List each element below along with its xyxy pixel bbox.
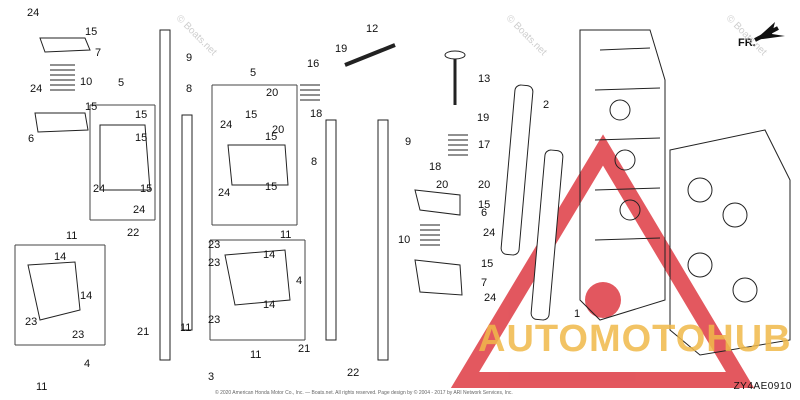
callout-number: 24 (30, 83, 42, 95)
callout-number: 1 (574, 308, 580, 320)
callout-number: 7 (481, 277, 487, 289)
callout-number: 6 (28, 133, 34, 145)
callout-number: 22 (127, 227, 139, 239)
callout-number: 24 (27, 7, 39, 19)
rocker-arm-parts (27, 37, 463, 321)
callout-number: 24 (483, 227, 495, 239)
camshaft-illustration (500, 84, 564, 321)
callout-number: 22 (347, 367, 359, 379)
watermark-brand: AUTOMOTOHUB (478, 318, 792, 360)
valve-springs (50, 64, 468, 246)
copyright-notice: © 2020 American Honda Motor Co., Inc. — … (215, 390, 513, 396)
callout-number: 15 (245, 109, 257, 121)
callout-number: 15 (85, 101, 97, 113)
callout-number: 8 (311, 156, 317, 168)
callout-number: 13 (478, 73, 490, 85)
callout-number: 15 (135, 132, 147, 144)
callout-number: 23 (208, 257, 220, 269)
callout-number: 24 (220, 119, 232, 131)
callout-number: 10 (80, 76, 92, 88)
callout-number: 15 (265, 181, 277, 193)
callout-number: 23 (25, 316, 37, 328)
callout-number: 6 (481, 207, 487, 219)
callout-number: 20 (478, 179, 490, 191)
callout-number: 9 (405, 136, 411, 148)
callout-number: 11 (66, 230, 77, 242)
callout-number: 11 (180, 322, 191, 334)
front-direction-arrow: FR. (738, 22, 785, 49)
rocker-shafts (159, 29, 389, 361)
callout-number: 8 (186, 83, 192, 95)
callout-number: 14 (80, 290, 92, 302)
callout-number: 23 (208, 314, 220, 326)
callout-number: 15 (481, 258, 493, 270)
callout-boxes (14, 84, 306, 346)
callout-number: 21 (137, 326, 149, 338)
callout-number: 11 (36, 381, 47, 393)
callout-number: 18 (429, 161, 441, 173)
callout-number: 12 (366, 23, 378, 35)
callout-number: 23 (72, 329, 84, 341)
callout-number: 15 (85, 26, 97, 38)
callout-number: 20 (266, 87, 278, 99)
callout-number: 14 (263, 249, 275, 261)
callout-number: 24 (218, 187, 230, 199)
callout-number: 20 (436, 179, 448, 191)
callout-number: 5 (250, 67, 256, 79)
callout-number: 19 (335, 43, 347, 55)
callout-number: 24 (484, 292, 496, 304)
callout-number: 24 (93, 183, 105, 195)
callout-number: 16 (307, 58, 319, 70)
callout-number: 15 (135, 109, 147, 121)
callout-number: 2 (543, 99, 549, 111)
callout-number: 15 (140, 183, 152, 195)
callout-number: 23 (208, 239, 220, 251)
callout-number: 19 (477, 112, 489, 124)
callout-number: 10 (398, 234, 410, 246)
callout-number: 9 (186, 52, 192, 64)
callout-number: 3 (208, 371, 214, 383)
callout-number: 11 (250, 349, 261, 361)
callout-number: 15 (478, 199, 490, 211)
callout-number: 14 (263, 299, 275, 311)
callout-number: 4 (296, 275, 302, 287)
callout-number: 7 (95, 47, 101, 59)
valves (344, 43, 466, 105)
callout-number: 5 (118, 77, 124, 89)
warning-triangle-watermark (450, 134, 755, 388)
callout-number: 11 (280, 229, 291, 241)
callout-number: 15 (265, 131, 277, 143)
callout-number: 4 (84, 358, 90, 370)
diagram-code: ZY4AE0910 (733, 381, 792, 392)
callout-number: 17 (478, 139, 490, 151)
callout-number: 24 (133, 204, 145, 216)
front-direction-label: FR. (738, 37, 756, 49)
cylinder-head-illustration (579, 29, 791, 356)
callout-number: 18 (310, 108, 322, 120)
callout-number: 21 (298, 343, 310, 355)
callout-number: 14 (54, 251, 66, 263)
callout-number: 20 (272, 124, 284, 136)
